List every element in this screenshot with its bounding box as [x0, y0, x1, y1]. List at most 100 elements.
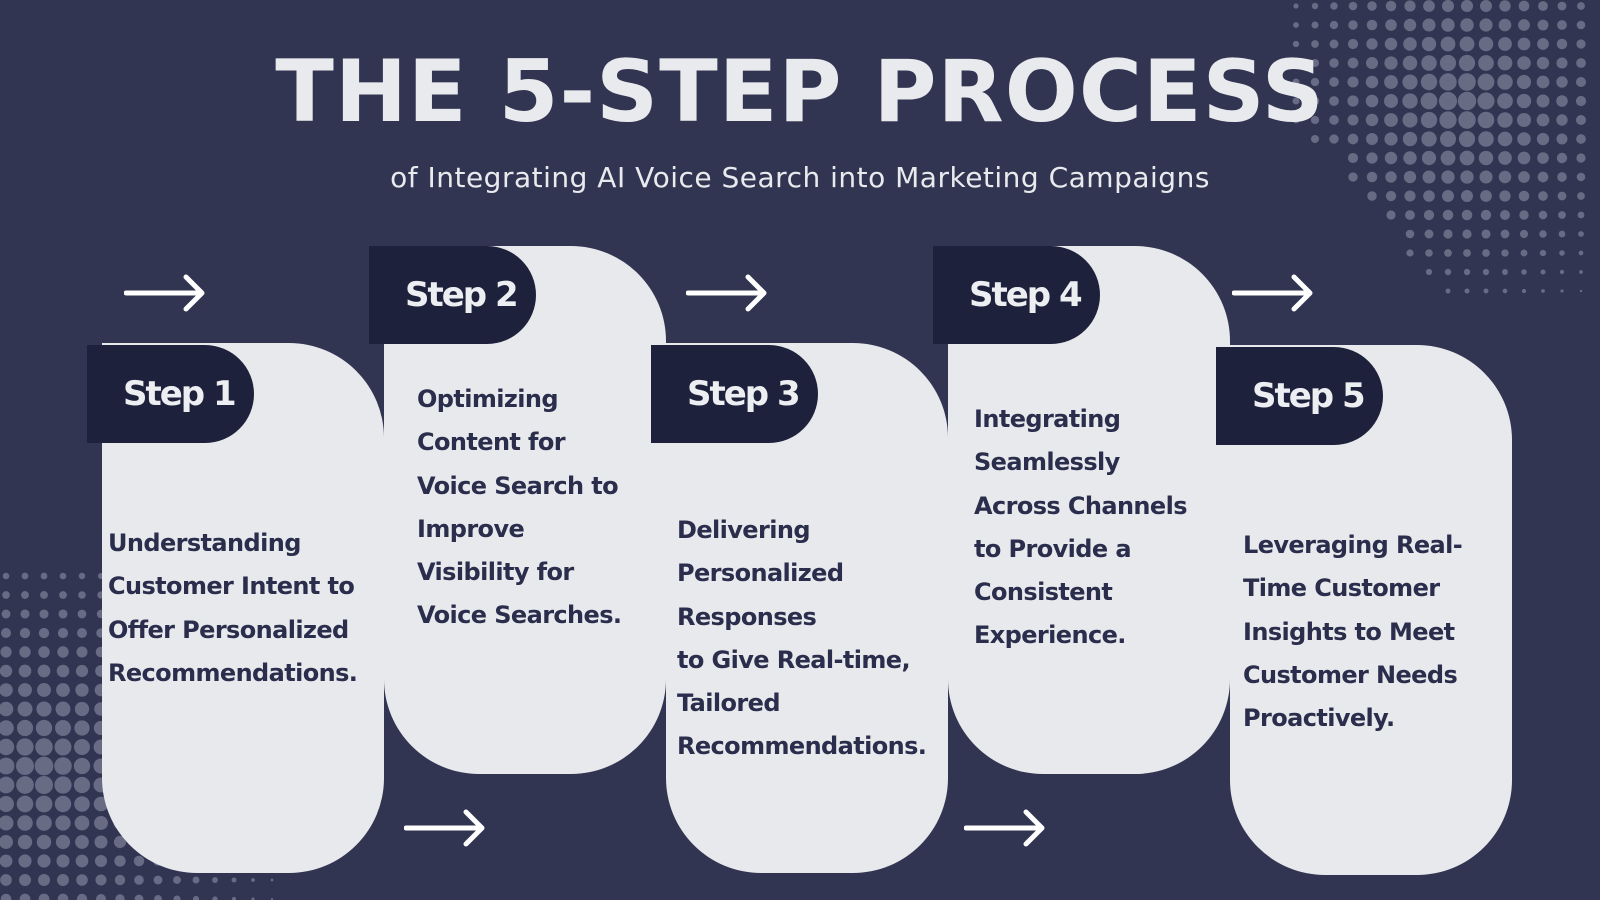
halftone-dot	[74, 796, 90, 812]
halftone-dot	[173, 876, 181, 884]
halftone-dot	[17, 834, 33, 850]
right-arrow-icon	[686, 274, 767, 312]
halftone-dot	[1460, 18, 1474, 32]
halftone-dot	[0, 683, 13, 697]
halftone-dot	[19, 627, 31, 639]
right-arrow-icon	[404, 809, 485, 847]
halftone-dot	[1403, 18, 1417, 32]
halftone-dot	[38, 627, 50, 639]
halftone-dot	[1293, 22, 1299, 28]
halftone-dot	[35, 719, 53, 737]
halftone-dot	[74, 701, 90, 717]
halftone-dot	[36, 701, 52, 717]
halftone-dot	[57, 893, 69, 900]
halftone-dot	[39, 609, 49, 619]
halftone-dot	[77, 628, 87, 638]
halftone-dot	[1541, 289, 1545, 293]
halftone-dot	[19, 893, 31, 900]
step-1-description: Understanding Customer Intent to Offer P…	[108, 529, 358, 687]
halftone-dot	[1539, 249, 1547, 257]
halftone-dot	[54, 795, 72, 813]
halftone-dot	[76, 646, 88, 658]
halftone-dot	[37, 683, 51, 697]
halftone-dot	[1441, 0, 1455, 13]
halftone-dot	[1405, 229, 1415, 239]
halftone-dot	[1, 609, 11, 619]
halftone-dot	[1482, 249, 1490, 257]
halftone-dot	[1404, 0, 1416, 12]
halftone-dot	[212, 877, 218, 883]
halftone-dot	[95, 874, 107, 886]
halftone-dot	[37, 854, 51, 868]
halftone-dot	[1441, 18, 1455, 32]
halftone-dot	[1444, 268, 1452, 276]
halftone-dot	[1538, 1, 1548, 11]
halftone-dot	[1406, 249, 1414, 257]
halftone-dot	[1348, 1, 1358, 11]
halftone-dot	[192, 876, 200, 884]
halftone-dot	[57, 646, 69, 658]
halftone-dot	[1329, 20, 1339, 30]
halftone-dot	[154, 895, 162, 900]
halftone-dot	[1463, 268, 1471, 276]
halftone-dot	[1442, 209, 1454, 221]
halftone-dot	[2, 572, 10, 580]
halftone-dot	[38, 646, 50, 658]
halftone-dot	[1445, 288, 1451, 294]
halftone-dot	[133, 855, 145, 867]
halftone-dot	[1519, 210, 1529, 220]
halftone-dot	[76, 893, 88, 900]
halftone-dot	[1461, 209, 1473, 221]
halftone-dot	[17, 701, 33, 717]
halftone-dot	[20, 609, 30, 619]
halftone-dot	[17, 815, 33, 831]
halftone-dot	[1386, 210, 1396, 220]
halftone-dot	[18, 664, 32, 678]
halftone-dot	[1443, 229, 1453, 239]
halftone-dot	[0, 874, 12, 886]
halftone-dot	[1422, 18, 1436, 32]
right-arrow-icon	[1232, 274, 1313, 312]
halftone-dot	[0, 815, 14, 831]
right-arrow-icon	[964, 809, 1045, 847]
halftone-dot	[1558, 230, 1566, 238]
halftone-dot	[18, 854, 32, 868]
halftone-dot	[77, 609, 87, 619]
halftone-dot	[59, 591, 67, 599]
halftone-dot	[1479, 18, 1493, 32]
halftone-dot	[74, 739, 90, 755]
halftone-dot	[54, 776, 72, 794]
halftone-dot	[74, 815, 90, 831]
halftone-dot	[34, 775, 54, 795]
halftone-dot	[1366, 19, 1378, 31]
halftone-dot	[56, 854, 70, 868]
halftone-dot	[1311, 2, 1319, 10]
halftone-dot	[1481, 229, 1491, 239]
halftone-dot	[1502, 288, 1508, 294]
halftone-dot	[75, 683, 89, 697]
halftone-dot	[36, 834, 52, 850]
halftone-dot	[1520, 249, 1528, 257]
halftone-dot	[40, 572, 48, 580]
halftone-dot	[21, 572, 29, 580]
halftone-dot	[1559, 250, 1565, 256]
halftone-dot	[76, 874, 88, 886]
halftone-dot	[251, 878, 255, 882]
halftone-dot	[55, 834, 71, 850]
halftone-dot	[1460, 0, 1474, 13]
step-1-label: Step 1	[87, 345, 254, 443]
halftone-dot	[94, 816, 108, 830]
halftone-dot	[115, 894, 125, 900]
halftone-dot	[1557, 20, 1567, 30]
halftone-dot	[59, 572, 67, 580]
halftone-dot	[55, 701, 71, 717]
halftone-dot	[173, 895, 181, 900]
halftone-dot	[1462, 229, 1472, 239]
step-4-label: Step 4	[933, 246, 1100, 344]
halftone-dot	[73, 776, 91, 794]
step-5-description: Leveraging Real- Time Customer Insights …	[1243, 531, 1463, 733]
halftone-dot	[114, 855, 126, 867]
halftone-dot	[1348, 20, 1358, 30]
halftone-dot	[1499, 0, 1511, 12]
halftone-dot	[55, 720, 71, 736]
